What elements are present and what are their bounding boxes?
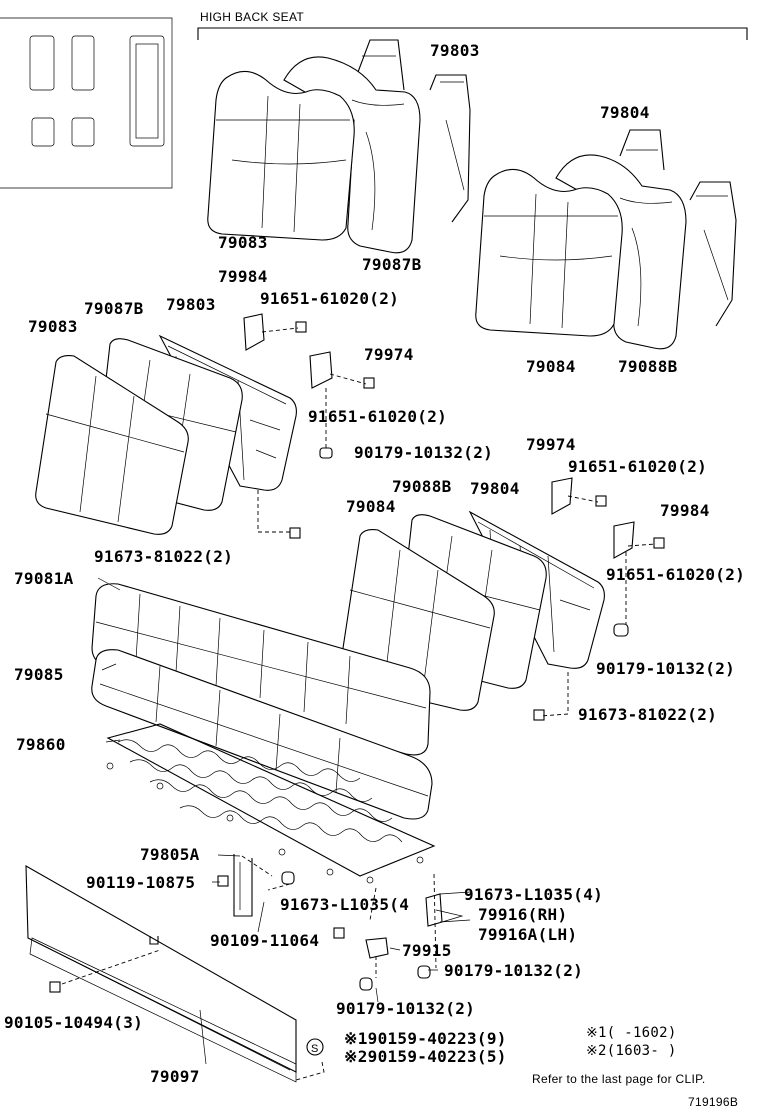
clip-symbol: S — [311, 1043, 319, 1055]
seat-frame-spring — [106, 723, 436, 884]
part-79084-mid-label[interactable]: 79084 — [346, 497, 396, 516]
leg-bracket — [233, 854, 253, 917]
part-79088b-top-label[interactable]: 79088B — [618, 357, 678, 376]
clip-reference-note: Refer to the last page for CLIP. — [532, 1072, 706, 1086]
part-79974-right-label[interactable]: 79974 — [526, 435, 576, 454]
part-90179-bottom-label[interactable]: 90179-10132(2) — [336, 999, 476, 1018]
part-91673-left-label[interactable]: 91673-81022(2) — [94, 547, 234, 566]
part-91673-l1035-left-label[interactable]: 91673-L1035(4 — [280, 895, 410, 914]
part-79804-top-label[interactable]: 79804 — [600, 103, 650, 122]
part-90119-label[interactable]: 90119-10875 — [86, 873, 196, 892]
part-90109-label[interactable]: 90109-11064 — [210, 931, 320, 950]
seat-back-upper-right — [475, 129, 737, 350]
part-79083-mid-label[interactable]: 79083 — [28, 317, 78, 336]
part-79803-mid-label[interactable]: 79803 — [166, 295, 216, 314]
part-79984-right-label[interactable]: 79984 — [660, 501, 710, 520]
part-91651-right-a-label[interactable]: 91651-61020(2) — [568, 457, 708, 476]
note-2: ※2(1603- ) — [586, 1043, 677, 1059]
part-91673-right-label[interactable]: 91673-81022(2) — [578, 705, 718, 724]
seat-back-mid-left — [35, 334, 297, 535]
part-90179-right-label[interactable]: 90179-10132(2) — [596, 659, 736, 678]
part-79087b-top-label[interactable]: 79087B — [362, 255, 422, 274]
part-90159-2-label[interactable]: ※290159-40223(5) — [344, 1047, 507, 1066]
small-brackets — [49, 313, 665, 1056]
part-91651-left-b-label[interactable]: 91651-61020(2) — [308, 407, 448, 426]
part-91651-left-a-label[interactable]: 91651-61020(2) — [260, 289, 400, 308]
part-79804-mid-label[interactable]: 79804 — [470, 479, 520, 498]
part-79083-top-label[interactable]: 79083 — [218, 233, 268, 252]
side-cover-panel — [25, 865, 297, 1083]
part-79803-top-label[interactable]: 79803 — [430, 41, 480, 60]
part-79984-left-label[interactable]: 79984 — [218, 267, 268, 286]
part-91651-right-b-label[interactable]: 91651-61020(2) — [606, 565, 746, 584]
part-79805a-label[interactable]: 79805A — [140, 845, 200, 864]
part-90179-bottom-right-label[interactable]: 90179-10132(2) — [444, 961, 584, 980]
part-79097-label[interactable]: 79097 — [150, 1067, 200, 1086]
part-90179-left-label[interactable]: 90179-10132(2) — [354, 443, 494, 462]
drawing-number: 719196B — [688, 1095, 739, 1109]
part-91673-l1035-right-label[interactable]: 91673-L1035(4) — [464, 885, 604, 904]
part-79974-left-label[interactable]: 79974 — [364, 345, 414, 364]
part-90159-1-label[interactable]: ※190159-40223(9) — [344, 1029, 507, 1048]
part-79916-rh-label[interactable]: 79916(RH) — [478, 905, 568, 924]
leader-lines — [61, 327, 657, 1081]
part-79088b-mid-label[interactable]: 79088B — [392, 477, 452, 496]
part-79085-label[interactable]: 79085 — [14, 665, 64, 684]
part-79087b-mid-label[interactable]: 79087B — [84, 299, 144, 318]
part-79916a-lh-label[interactable]: 79916A(LH) — [478, 925, 578, 944]
header-bracket — [197, 27, 748, 40]
section-title: HIGH BACK SEAT — [200, 10, 304, 24]
note-1: ※1( -1602) — [586, 1025, 677, 1041]
seat-back-upper-left — [207, 39, 471, 254]
seat-cushions — [91, 583, 433, 820]
seat-layout-thumbnail — [0, 17, 173, 189]
part-79081a-label[interactable]: 79081A — [14, 569, 74, 588]
part-90105-label[interactable]: 90105-10494(3) — [4, 1013, 144, 1032]
part-79084-top-label[interactable]: 79084 — [526, 357, 576, 376]
part-79915-label[interactable]: 79915 — [402, 941, 452, 960]
part-79860-label[interactable]: 79860 — [16, 735, 66, 754]
